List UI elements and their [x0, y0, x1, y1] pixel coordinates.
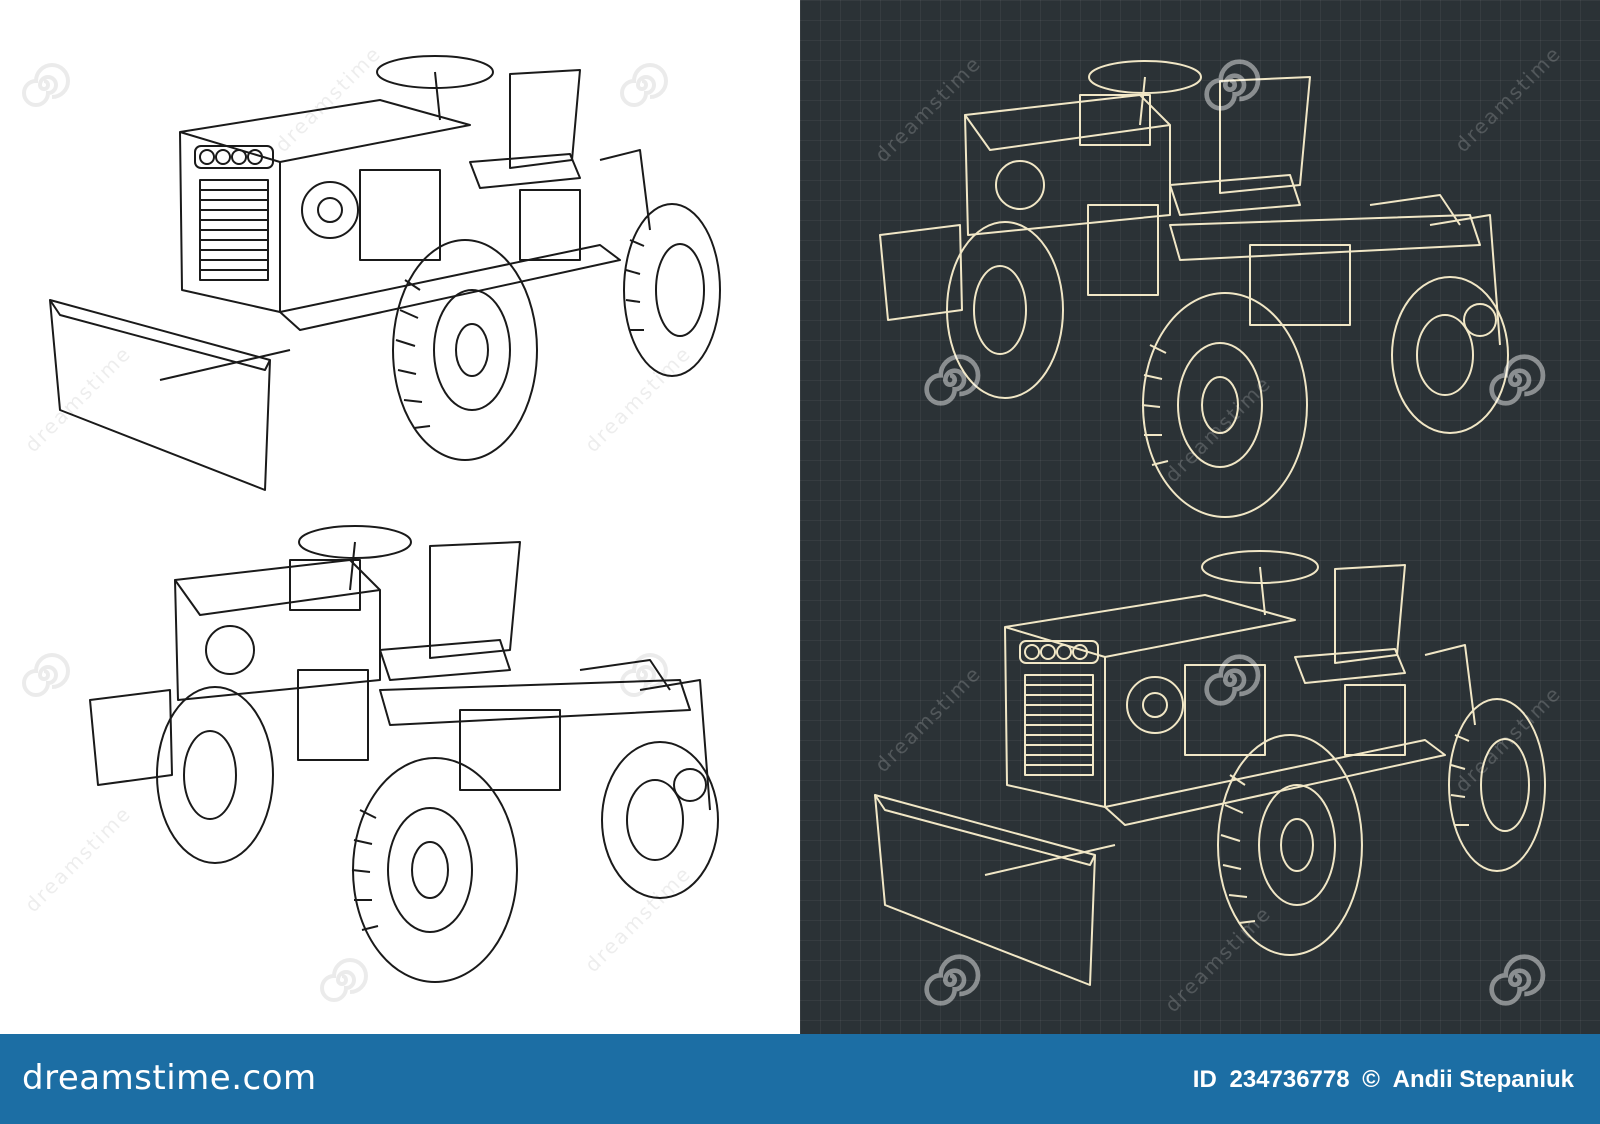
brand-logo-text[interactable]: dreamstime.com: [22, 1058, 317, 1098]
footer-bar: dreamstime.com ID 234736778 © Andii Step…: [0, 1034, 1600, 1124]
swirl-watermark-icon: [620, 653, 668, 697]
swirl-watermark-icon: [1489, 954, 1546, 1006]
swirl-watermark-icon: [1489, 354, 1546, 406]
author-name[interactable]: Andii Stepaniuk: [1392, 1066, 1574, 1093]
swirl-watermark-icon: [1204, 654, 1261, 706]
id-number: 234736778: [1229, 1066, 1350, 1093]
tractor-drawing-front-light: [40, 50, 740, 500]
swirl-watermark-icon: [1204, 59, 1261, 111]
swirl-watermark-icon: [924, 354, 981, 406]
tractor-drawing-rear-dark: [870, 55, 1570, 525]
swirl-watermark-icon: [924, 954, 981, 1006]
swirl-watermark-icon: [620, 63, 668, 107]
swirl-watermark-icon: [22, 63, 70, 107]
copyright-symbol: ©: [1362, 1066, 1380, 1093]
tractor-drawing-front-dark: [865, 545, 1565, 995]
dark-blueprint-panel: dreamstime dreamstime dreamstime dreamst…: [800, 0, 1600, 1034]
swirl-watermark-icon: [22, 653, 70, 697]
image-credit: ID 234736778 © Andii Stepaniuk: [1187, 1066, 1574, 1094]
id-label: ID: [1192, 1066, 1217, 1093]
illustration-canvas: dreamstime dreamstime dreamstime dreamst…: [0, 0, 1600, 1034]
light-panel: dreamstime dreamstime dreamstime dreamst…: [0, 0, 800, 1034]
tractor-drawing-rear-light: [80, 520, 780, 990]
swirl-watermark-icon: [320, 958, 368, 1002]
